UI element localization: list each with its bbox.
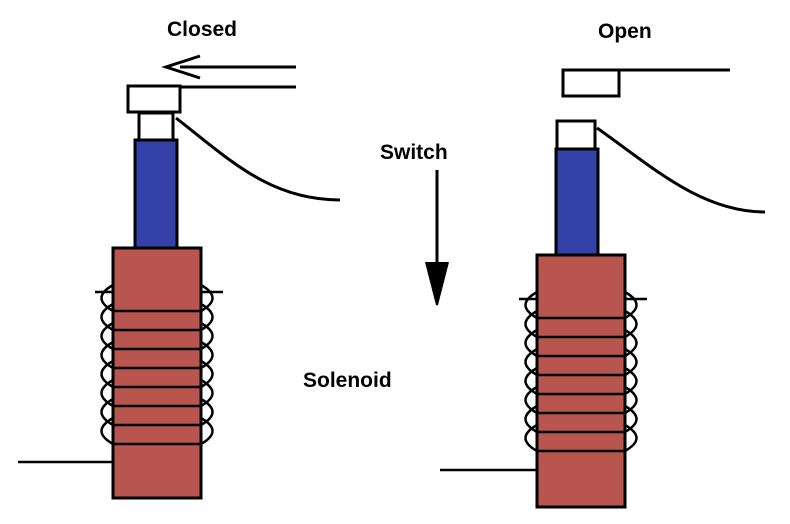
switch-label: Switch	[380, 141, 448, 164]
arrow-down-icon	[425, 170, 449, 306]
arrow-left-icon	[161, 54, 296, 80]
plunger	[133, 138, 179, 250]
plunger	[554, 147, 600, 257]
lead-wire	[596, 126, 766, 214]
closed-assembly	[18, 54, 341, 500]
plunger-tip	[555, 119, 597, 151]
contact-cap	[126, 84, 182, 114]
coil-body	[535, 253, 627, 509]
coil-windings	[519, 290, 647, 453]
closed-label: Closed	[167, 18, 238, 41]
open-assembly	[440, 68, 766, 509]
solenoid-label: Solenoid	[303, 369, 392, 392]
open-label: Open	[598, 20, 652, 43]
lead-wire	[175, 116, 341, 202]
contact-cap	[561, 68, 621, 98]
plunger-tip	[137, 111, 175, 142]
coil-windings	[95, 283, 223, 446]
coil-body	[111, 246, 203, 500]
